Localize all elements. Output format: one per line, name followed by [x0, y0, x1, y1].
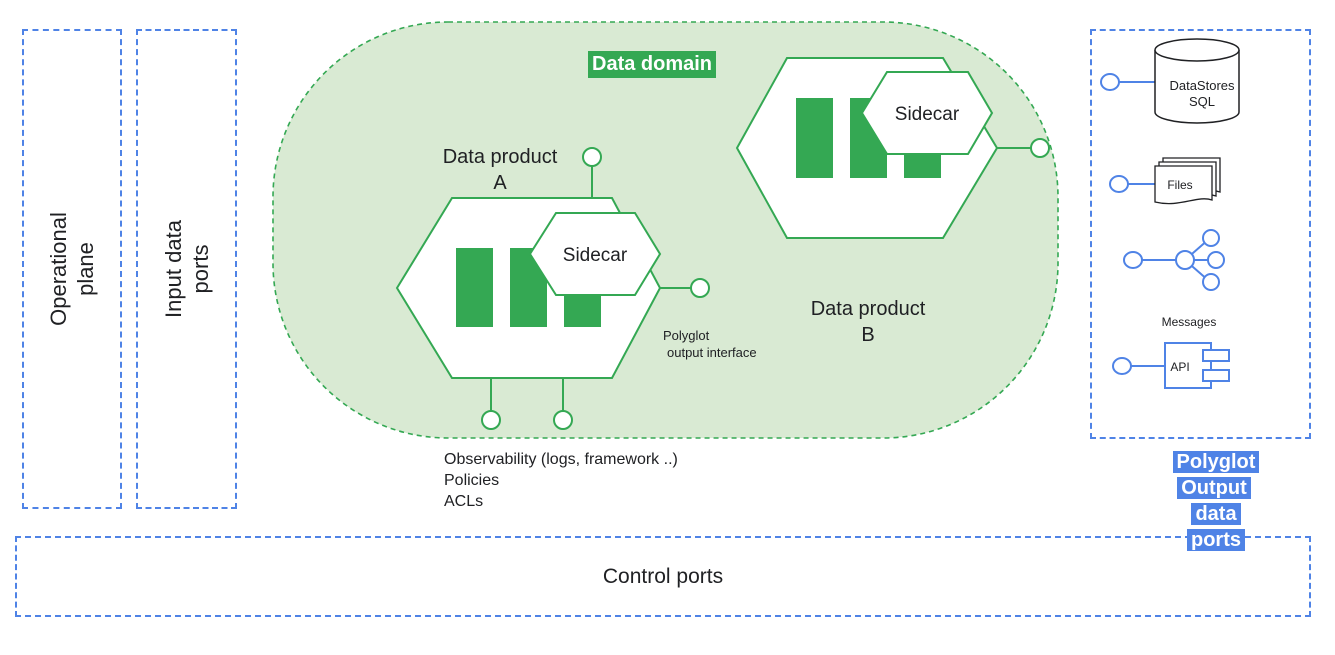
observability-item: Observability (logs, framework ..)	[444, 451, 678, 468]
product-a-control-port[interactable]	[481, 410, 501, 430]
data-domain-title: Data domain	[588, 51, 717, 78]
product-a-sidecar	[528, 212, 662, 296]
product-b-sidecar	[860, 71, 994, 155]
data-product-b: Sidecar Data product B	[735, 57, 1050, 346]
product-a-output-port[interactable]	[690, 278, 710, 298]
observability-list: Observability (logs, framework ..) Polic…	[444, 449, 678, 512]
product-a-label: Data product	[443, 146, 558, 168]
product-a-bar	[564, 290, 601, 327]
operational-plane-panel: Operational plane	[22, 29, 122, 509]
api-label: API	[1170, 360, 1189, 374]
messages-icon: Messages	[1123, 229, 1225, 329]
polyglot-output-note: output interface	[667, 345, 757, 360]
product-a-sidecar-label: Sidecar	[563, 245, 628, 266]
output-ports-panel	[1090, 29, 1311, 439]
control-ports-label: Control ports	[602, 564, 724, 588]
files-icon: Files	[1109, 157, 1221, 205]
polyglot-title-line: Output data	[1177, 477, 1251, 525]
product-b-label: Data product	[811, 298, 926, 320]
polyglot-output-note: Polyglot	[663, 328, 710, 343]
product-a-bar	[456, 248, 493, 327]
datastores-label: DataStores	[1169, 78, 1235, 93]
polyglot-title-line: ports	[1187, 529, 1245, 551]
messages-label: Messages	[1162, 315, 1217, 329]
observability-item: ACLs	[444, 493, 484, 510]
control-ports-panel: Control ports	[15, 536, 1311, 617]
product-b-sidecar-label: Sidecar	[895, 104, 960, 125]
product-a-input-port[interactable]	[582, 147, 602, 167]
polyglot-output-ports-title: Polyglot Output data ports	[1157, 449, 1275, 553]
product-a-control-port[interactable]	[553, 410, 573, 430]
datastores-sql-icon: DataStores SQL	[1100, 38, 1240, 124]
product-b-label-letter: B	[861, 324, 874, 346]
observability-item: Policies	[444, 472, 500, 489]
data-product-a: Sidecar Data product A Polyglot output i…	[395, 146, 757, 430]
product-a-label-letter: A	[493, 172, 507, 194]
datastores-label: SQL	[1189, 94, 1215, 109]
product-b-bar	[796, 98, 833, 178]
polyglot-title-line: Polyglot	[1172, 451, 1260, 473]
product-b-output-port[interactable]	[1030, 138, 1050, 158]
api-icon: API	[1112, 342, 1230, 389]
input-data-ports-panel: Input data ports	[136, 29, 237, 509]
files-label: Files	[1167, 178, 1192, 192]
